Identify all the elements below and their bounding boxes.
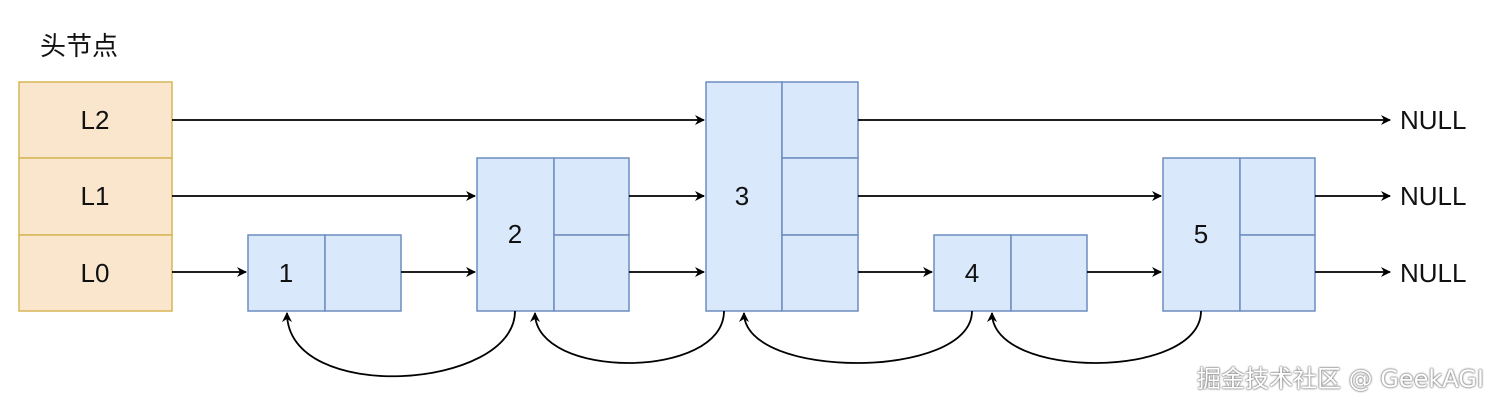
- node-1-level-0-cell: [324, 234, 402, 312]
- head-level-l0-label: L0: [81, 258, 110, 288]
- node-2-level-0-cell: [553, 234, 630, 312]
- back-arrow-node-3-to-node-2: [530, 310, 725, 364]
- head-node-title: 头节点: [40, 32, 119, 62]
- node-5-label: 5: [1194, 219, 1208, 249]
- node-3-label: 3: [735, 181, 749, 211]
- node-4-label: 4: [965, 258, 979, 288]
- node-2-level-1-cell: [553, 157, 630, 236]
- null-label-l0: NULL: [1400, 258, 1466, 288]
- node-3-level-0-cell: [781, 234, 859, 312]
- node-5-value-cell: [1162, 157, 1241, 312]
- node-4: 4: [933, 234, 1088, 312]
- node-5-level-1-cell: [1239, 157, 1316, 236]
- node-5-level-0-cell: [1239, 234, 1316, 312]
- head-level-l1-label: L1: [81, 181, 110, 211]
- node-2-label: 2: [508, 219, 522, 249]
- node-4-level-0-cell: [1010, 234, 1088, 312]
- null-label-l2: NULL: [1400, 105, 1466, 135]
- node-3-level-2-cell: [781, 81, 859, 159]
- back-arrow-node-2-to-node-1: [282, 310, 516, 378]
- back-arrow-node-4-to-node-3: [739, 310, 973, 364]
- head-level-l1-cell: [18, 157, 173, 236]
- watermark: 掘金技术社区 @ GeekAGI: [1197, 365, 1484, 393]
- node-2: 2: [476, 157, 630, 312]
- node-1-label: 1: [279, 258, 293, 288]
- null-label-l1: NULL: [1400, 181, 1466, 211]
- head-node: L2 L1 L0: [18, 81, 173, 312]
- node-3-value-cell: [705, 81, 783, 312]
- node-3: 3: [705, 81, 859, 312]
- back-arrow-node-5-to-node-4: [987, 310, 1202, 364]
- head-level-l0-cell: [18, 234, 173, 312]
- head-level-l2-cell: [18, 81, 173, 159]
- node-3-level-1-cell: [781, 157, 859, 236]
- node-1: 1: [247, 234, 402, 312]
- head-level-l2-label: L2: [81, 105, 110, 135]
- node-5: 5: [1162, 157, 1316, 312]
